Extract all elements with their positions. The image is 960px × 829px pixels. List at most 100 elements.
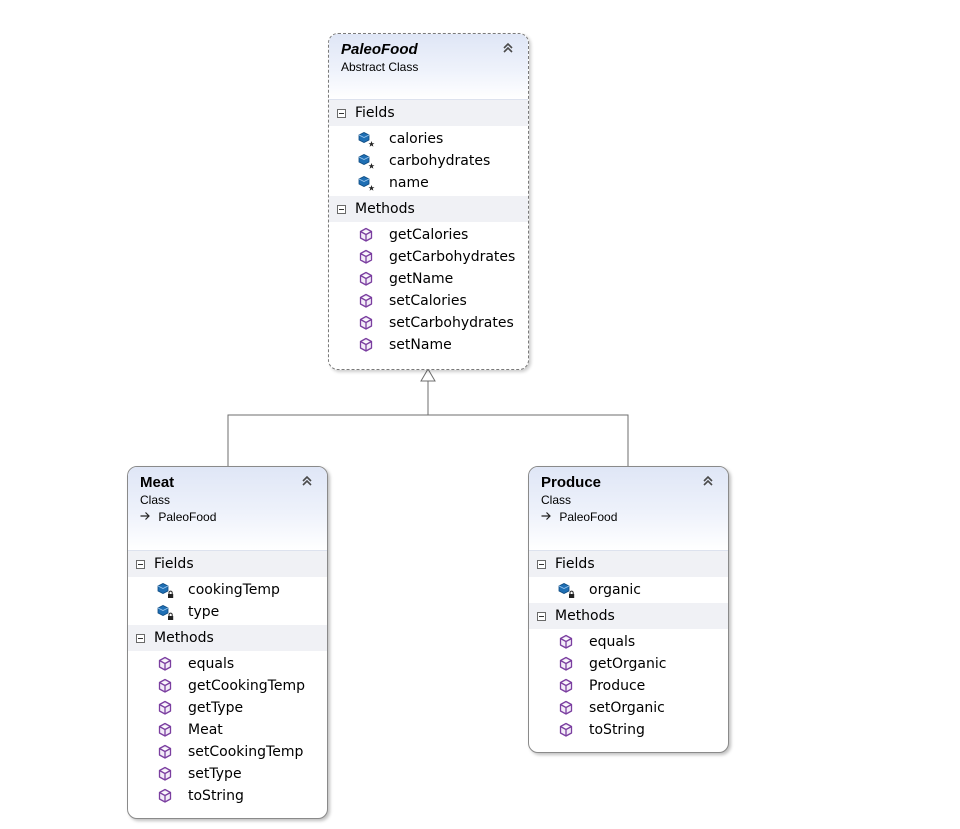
methods-list: equals getCookingTemp getType Meat setCo…: [128, 651, 327, 809]
private-field-icon: [157, 583, 174, 598]
field-name: calories: [389, 131, 444, 147]
field-item[interactable]: carbohydrates: [329, 150, 528, 172]
method-icon: [158, 788, 172, 803]
collapse-toggle-icon[interactable]: [136, 559, 145, 569]
compartment-label: Fields: [355, 105, 395, 121]
method-item[interactable]: getCookingTemp: [128, 675, 327, 697]
class-header: Meat Class PaleoFood: [128, 467, 327, 551]
method-name: getCalories: [389, 227, 469, 243]
method-icon: [559, 722, 573, 737]
compartment-label: Methods: [154, 630, 214, 646]
field-item[interactable]: cookingTemp: [128, 579, 327, 601]
field-name: cookingTemp: [188, 582, 280, 598]
method-item[interactable]: equals: [128, 653, 327, 675]
class-box-meat[interactable]: Meat Class PaleoFood Fields cookingTemp: [127, 466, 328, 819]
method-item[interactable]: setCalories: [329, 290, 528, 312]
inherits-from: PaleoFood: [140, 508, 315, 526]
inherits-arrow-icon: [140, 510, 154, 524]
method-icon: [359, 227, 373, 242]
class-box-paleofood[interactable]: PaleoFood Abstract Class Fields calories…: [328, 33, 529, 370]
class-name: PaleoFood: [341, 41, 418, 58]
method-name: getCarbohydrates: [389, 249, 516, 265]
method-icon: [158, 766, 172, 781]
method-name: Meat: [188, 722, 223, 738]
method-name: toString: [188, 788, 244, 804]
method-icon: [559, 656, 573, 671]
field-item[interactable]: type: [128, 601, 327, 623]
method-icon: [359, 249, 373, 264]
method-name: getName: [389, 271, 454, 287]
double-chevron-up-icon[interactable]: [500, 40, 516, 56]
method-icon: [158, 722, 172, 737]
method-icon: [359, 271, 373, 286]
private-field-icon: [157, 605, 174, 620]
methods-compartment-header[interactable]: Methods: [128, 625, 327, 651]
private-field-icon: [558, 583, 575, 598]
method-name: setCookingTemp: [188, 744, 304, 760]
methods-compartment-header[interactable]: Methods: [529, 603, 728, 629]
method-item[interactable]: setCarbohydrates: [329, 312, 528, 334]
method-name: setType: [188, 766, 242, 782]
fields-compartment-header[interactable]: Fields: [529, 551, 728, 577]
method-item[interactable]: equals: [529, 631, 728, 653]
method-item[interactable]: getCalories: [329, 224, 528, 246]
class-box-produce[interactable]: Produce Class PaleoFood Fields organic M…: [528, 466, 729, 753]
method-name: getType: [188, 700, 244, 716]
base-class-name: PaleoFood: [559, 510, 618, 524]
method-item[interactable]: getOrganic: [529, 653, 728, 675]
fields-compartment-header[interactable]: Fields: [329, 100, 528, 126]
method-icon: [559, 634, 573, 649]
method-name: Produce: [589, 678, 646, 694]
method-item[interactable]: toString: [128, 785, 327, 807]
compartment-label: Fields: [555, 556, 595, 572]
collapse-toggle-icon[interactable]: [537, 559, 546, 569]
double-chevron-up-icon[interactable]: [299, 473, 315, 489]
method-icon: [559, 678, 573, 693]
field-item[interactable]: organic: [529, 579, 728, 601]
class-header: PaleoFood Abstract Class: [329, 34, 528, 100]
method-icon: [359, 337, 373, 352]
protected-field-icon: [358, 154, 375, 169]
method-icon: [359, 315, 373, 330]
compartment-label: Fields: [154, 556, 194, 572]
methods-compartment-header[interactable]: Methods: [329, 196, 528, 222]
method-name: getCookingTemp: [188, 678, 305, 694]
connector-meat-to-paleofood: [227, 414, 428, 466]
method-item[interactable]: toString: [529, 719, 728, 741]
class-header: Produce Class PaleoFood: [529, 467, 728, 551]
method-icon: [158, 678, 172, 693]
collapse-toggle-icon[interactable]: [337, 204, 346, 214]
collapse-toggle-icon[interactable]: [136, 633, 145, 643]
method-item[interactable]: setName: [329, 334, 528, 356]
method-item[interactable]: getType: [128, 697, 327, 719]
field-name: carbohydrates: [389, 153, 491, 169]
inherits-from: PaleoFood: [541, 508, 716, 526]
base-class-name: PaleoFood: [158, 510, 217, 524]
class-stereotype: Class: [140, 493, 171, 507]
method-item[interactable]: Meat: [128, 719, 327, 741]
method-item[interactable]: getCarbohydrates: [329, 246, 528, 268]
method-name: equals: [188, 656, 235, 672]
method-item[interactable]: getName: [329, 268, 528, 290]
double-chevron-up-icon[interactable]: [700, 473, 716, 489]
collapse-toggle-icon[interactable]: [337, 108, 346, 118]
fields-compartment-header[interactable]: Fields: [128, 551, 327, 577]
method-icon: [158, 700, 172, 715]
fields-list: calories carbohydrates name: [329, 126, 528, 196]
method-item[interactable]: setType: [128, 763, 327, 785]
field-item[interactable]: calories: [329, 128, 528, 150]
field-name: type: [188, 604, 220, 620]
fields-list: organic: [529, 577, 728, 603]
class-stereotype: Class: [541, 493, 572, 507]
method-name: setCalories: [389, 293, 467, 309]
class-name: Produce: [541, 474, 602, 491]
field-item[interactable]: name: [329, 172, 528, 194]
method-item[interactable]: setOrganic: [529, 697, 728, 719]
field-name: organic: [589, 582, 642, 598]
compartment-label: Methods: [555, 608, 615, 624]
method-item[interactable]: setCookingTemp: [128, 741, 327, 763]
method-name: setName: [389, 337, 452, 353]
method-item[interactable]: Produce: [529, 675, 728, 697]
compartment-label: Methods: [355, 201, 415, 217]
collapse-toggle-icon[interactable]: [537, 611, 546, 621]
